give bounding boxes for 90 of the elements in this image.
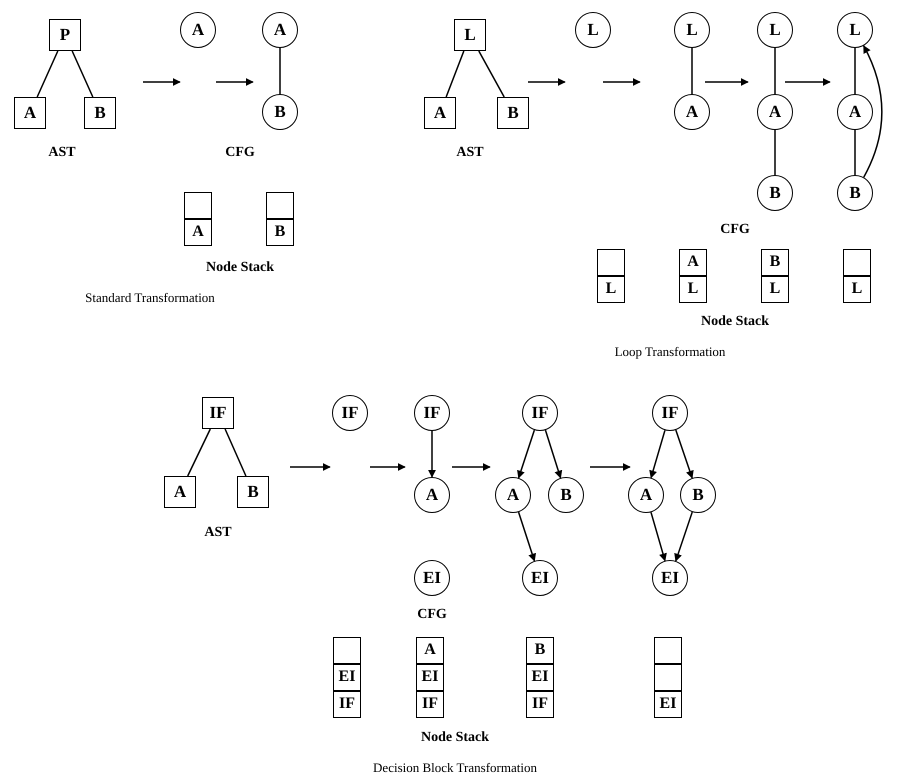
square-node: IF [202,397,234,429]
section-title: Standard Transformation [85,290,215,306]
square-node: A [164,476,196,508]
connector-line [187,428,211,476]
square-node: B [237,476,269,508]
circle-node: A [262,12,298,48]
circle-node: EI [414,560,450,596]
connector-line [854,130,856,175]
stack-cell: IF [416,690,444,718]
stack-cell: L [679,276,707,302]
circle-node: A [495,477,531,513]
circle-node: A [674,94,710,130]
arrow [863,45,883,178]
caption-label: AST [456,145,484,161]
arrow [544,430,562,479]
arrow [517,430,536,479]
caption-label: CFG [417,607,447,623]
square-node: B [84,97,116,129]
circle-node: IF [332,395,368,431]
connector-line [478,50,505,98]
stack-cell: EI [526,664,554,690]
caption-label: AST [48,145,76,161]
stack-cell: L [597,276,625,302]
circle-node: EI [522,560,558,596]
connector-line [36,50,58,98]
stack-cell [843,248,871,276]
circle-node: IF [652,395,688,431]
stack-cell: EI [333,664,361,690]
circle-node: B [548,477,584,513]
stack-cell: B [526,636,554,664]
connector-line [854,48,856,94]
circle-node: B [262,94,298,130]
circle-node: L [837,12,873,48]
arrow [649,430,666,478]
square-node: B [497,97,529,129]
circle-node: L [757,12,793,48]
circle-node: A [757,94,793,130]
caption-label: AST [204,525,232,541]
arrow [428,431,436,478]
arrow [518,512,536,562]
arrow [650,512,667,562]
circle-node: L [674,12,710,48]
connector-line [691,48,693,94]
circle-node: B [837,175,873,211]
connector-line [224,428,247,476]
circle-node: A [837,94,873,130]
caption-label: CFG [225,145,255,161]
arrow [674,512,693,562]
caption-label: Node Stack [420,730,490,746]
circle-node: EI [652,560,688,596]
circle-node: A [180,12,216,48]
section-title: Loop Transformation [614,344,726,360]
square-node: P [49,19,81,51]
arrow [675,430,694,479]
square-node: L [454,19,486,51]
connector-line [72,50,94,98]
stack-cell [184,192,212,218]
circle-node: B [680,477,716,513]
connector-line [774,48,776,94]
stack-cell [597,248,625,276]
caption-label: CFG [720,222,750,238]
stack-cell: A [679,248,707,276]
caption-label: Node Stack [700,314,770,330]
square-node: A [424,97,456,129]
connector-line [445,50,465,98]
section-title: Decision Block Transformation [373,760,537,776]
stack-cell: B [761,248,789,276]
stack-cell: B [266,218,294,246]
circle-node: L [575,12,611,48]
stack-cell: A [416,636,444,664]
stack-cell: EI [416,664,444,690]
connector-line [774,130,776,175]
circle-node: IF [522,395,558,431]
circle-node: B [757,175,793,211]
stack-cell: A [184,218,212,246]
circle-node: IF [414,395,450,431]
stack-cell [266,192,294,218]
stack-cell [654,664,682,690]
circle-node: A [628,477,664,513]
stack-cell [654,636,682,664]
stack-cell: IF [526,690,554,718]
stack-cell [333,636,361,664]
stack-cell: EI [654,690,682,718]
circle-node: A [414,477,450,513]
caption-label: Node Stack [206,260,274,276]
stack-cell: L [843,276,871,302]
stack-cell: L [761,276,789,302]
stack-cell: IF [333,690,361,718]
connector-line [279,48,281,94]
square-node: A [14,97,46,129]
